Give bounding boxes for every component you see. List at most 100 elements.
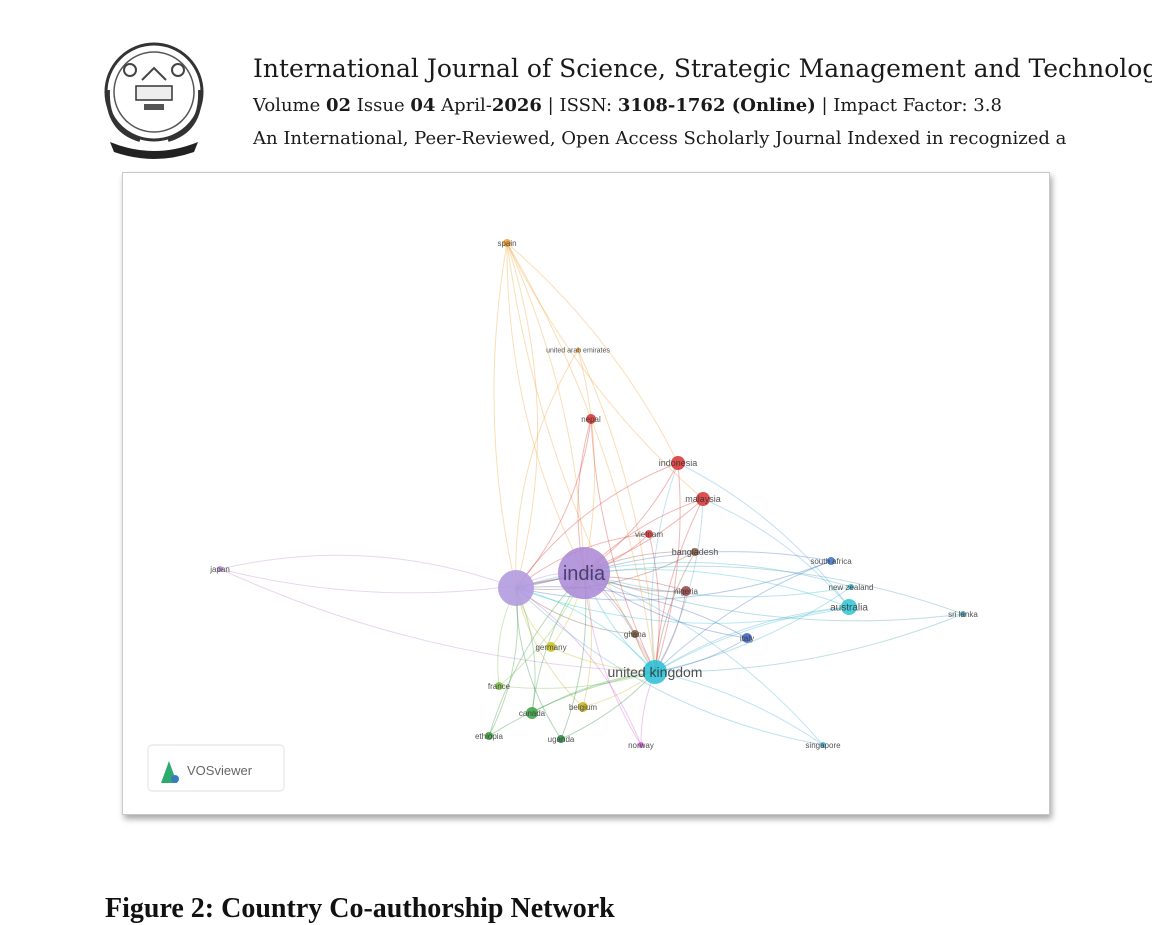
network-link xyxy=(515,587,850,624)
network-label-sri-lanka: sri lanka xyxy=(948,610,978,619)
issue-number: 04 xyxy=(410,95,436,116)
vosviewer-watermark: VOSviewer xyxy=(147,744,285,792)
network-node-singapore xyxy=(820,742,826,748)
network-link xyxy=(654,560,832,673)
network-link xyxy=(506,242,704,500)
network-node-france xyxy=(495,682,503,690)
network-label-germany: germany xyxy=(535,643,566,652)
network-link xyxy=(515,587,642,746)
network-node-germany xyxy=(546,642,556,652)
network-link xyxy=(654,606,850,673)
network-link xyxy=(515,349,579,589)
network-node-japan xyxy=(217,566,223,572)
network-node-vietnam xyxy=(645,530,653,538)
issn-label: | ISSN: xyxy=(541,95,618,116)
issue-month: April- xyxy=(435,95,492,116)
network-link xyxy=(515,418,592,589)
journal-meta-line: Volume 02 Issue 04 April-2026 | ISSN: 31… xyxy=(253,95,1002,116)
network-link xyxy=(648,533,660,673)
network-node-india xyxy=(558,547,610,599)
network-link xyxy=(583,572,964,622)
network-node-ghana xyxy=(631,630,639,638)
network-label-nepal: nepal xyxy=(581,415,601,424)
network-node-unlabeled-hub xyxy=(498,570,534,606)
journal-title: International Journal of Science, Strate… xyxy=(253,54,1152,83)
network-link xyxy=(560,671,656,740)
network-node-canada xyxy=(526,707,538,719)
network-node-italy xyxy=(742,633,752,643)
network-link xyxy=(654,586,852,673)
network-link xyxy=(583,569,850,608)
network-link xyxy=(590,418,656,673)
network-label-united-kingdom: united kingdom xyxy=(608,664,703,680)
network-label-spain: spain xyxy=(497,239,516,248)
network-node-nepal xyxy=(586,414,596,424)
network-label-united-arab-emirates: united arab emirates xyxy=(546,347,610,354)
network-node-uganda xyxy=(557,735,565,743)
network-label-australia: australia xyxy=(830,603,868,614)
network-label-uganda: uganda xyxy=(548,735,575,744)
network-label-new-zealand: new zealand xyxy=(829,583,874,592)
network-link xyxy=(515,586,748,639)
network-link xyxy=(654,462,681,673)
figure-caption: Figure 2: Country Co-authorship Network xyxy=(105,893,615,924)
network-link xyxy=(219,554,517,589)
network-label-ethiopia: ethiopia xyxy=(475,732,504,741)
network-link xyxy=(583,551,832,574)
network-node-united-arab-emirates xyxy=(576,348,580,352)
network-link xyxy=(219,568,585,594)
network-label-bangladesh: bangladesh xyxy=(672,547,719,557)
network-link xyxy=(506,242,585,574)
network-node-sri-lanka xyxy=(960,611,966,617)
network-label-italy: italy xyxy=(740,634,754,643)
network-link xyxy=(583,572,852,598)
network-label-belgium: belgium xyxy=(569,703,597,712)
network-link xyxy=(677,462,850,608)
network-link xyxy=(583,572,748,639)
network-link xyxy=(654,606,850,673)
network-link xyxy=(515,587,824,746)
network-link xyxy=(515,587,656,673)
network-node-ethiopia xyxy=(485,732,493,740)
network-node-bangladesh xyxy=(691,548,699,556)
network-node-australia xyxy=(841,599,857,615)
network-link xyxy=(488,587,519,737)
network-label-france: france xyxy=(488,682,511,691)
network-link xyxy=(515,551,696,590)
network-label-india: india xyxy=(563,563,606,585)
network-node-indonesia xyxy=(671,456,685,470)
network-link xyxy=(219,568,656,673)
network-node-new-zealand xyxy=(848,584,854,590)
issn-value: 3108-1762 (Online) xyxy=(617,95,816,116)
network-node-spain xyxy=(503,239,511,247)
network-label-singapore: singapore xyxy=(805,741,841,750)
volume-number: 02 xyxy=(325,95,352,116)
journal-description: An International, Peer-Reviewed, Open Ac… xyxy=(253,128,1067,149)
network-link xyxy=(583,572,824,746)
network-link xyxy=(702,498,850,608)
network-node-belgium xyxy=(578,702,588,712)
network-link xyxy=(488,671,656,737)
network-link xyxy=(506,242,679,464)
network-link xyxy=(654,498,704,673)
network-node-malaysia xyxy=(696,492,710,506)
network-link xyxy=(506,242,539,589)
network-label-malaysia: malaysia xyxy=(685,494,721,504)
network-node-norway xyxy=(638,742,644,748)
network-link xyxy=(531,671,656,714)
vosviewer-label: VOSviewer xyxy=(187,763,253,778)
network-node-south-africa xyxy=(827,557,835,565)
network-link xyxy=(650,462,679,673)
network-link xyxy=(515,498,704,589)
network-link xyxy=(506,242,656,673)
network-link xyxy=(577,349,596,574)
network-link xyxy=(493,242,517,589)
issue-year: 2026 xyxy=(491,95,542,116)
network-link xyxy=(498,671,656,689)
network-label-japan: japan xyxy=(209,565,230,574)
network-link xyxy=(506,242,656,673)
network-label-nigeria: nigeria xyxy=(674,587,699,596)
network-label-norway: norway xyxy=(628,741,654,750)
